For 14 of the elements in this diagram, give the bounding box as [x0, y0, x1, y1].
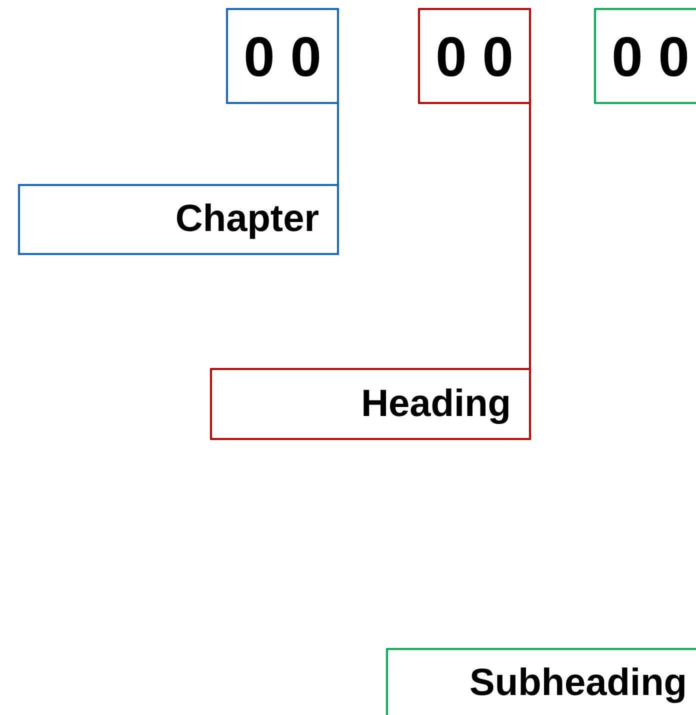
- connector-line: [529, 104, 531, 368]
- number-box: [594, 8, 696, 104]
- heading-text: Subheading: [470, 662, 687, 704]
- connector-line: [337, 104, 339, 184]
- label-box: [18, 184, 339, 255]
- label-box: [386, 648, 696, 715]
- number-box: [418, 8, 531, 104]
- heading-text: Chapter: [175, 198, 319, 241]
- number-text: 0 0: [612, 24, 690, 88]
- number-text: 0 0: [244, 24, 322, 88]
- label-box: [210, 368, 531, 440]
- number-box: [226, 8, 339, 104]
- heading-text: Heading: [361, 382, 511, 426]
- number-text: 0 0: [436, 24, 514, 88]
